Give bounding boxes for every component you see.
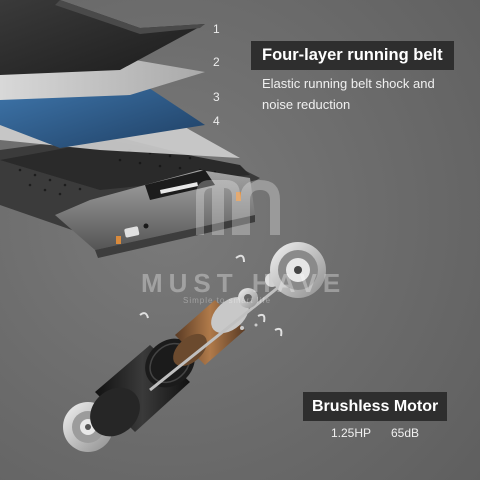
layer-number-3: 3 (213, 90, 220, 104)
m-logo-icon (196, 180, 280, 235)
watermark-tagline: Simple to smart life (183, 296, 272, 305)
motor-title-badge: Brushless Motor (303, 392, 448, 421)
layer-number-4: 4 (213, 114, 220, 128)
belt-description-line-2: noise reduction (262, 97, 351, 112)
motor-exploded-view (63, 242, 326, 452)
belt-description-line-1: Elastic running belt shock and (262, 76, 435, 91)
motor-noise-spec: 65dB (391, 426, 420, 440)
treadmill-deck (0, 135, 260, 258)
belt-layers (0, 0, 240, 158)
layer-number-1: 1 (213, 22, 220, 36)
belt-title-badge: Four-layer running belt (251, 41, 454, 70)
motor-power-spec: 1.25HP (331, 426, 372, 440)
watermark-brand: MUST HAVE (141, 268, 347, 298)
layer-number-2: 2 (213, 55, 220, 69)
